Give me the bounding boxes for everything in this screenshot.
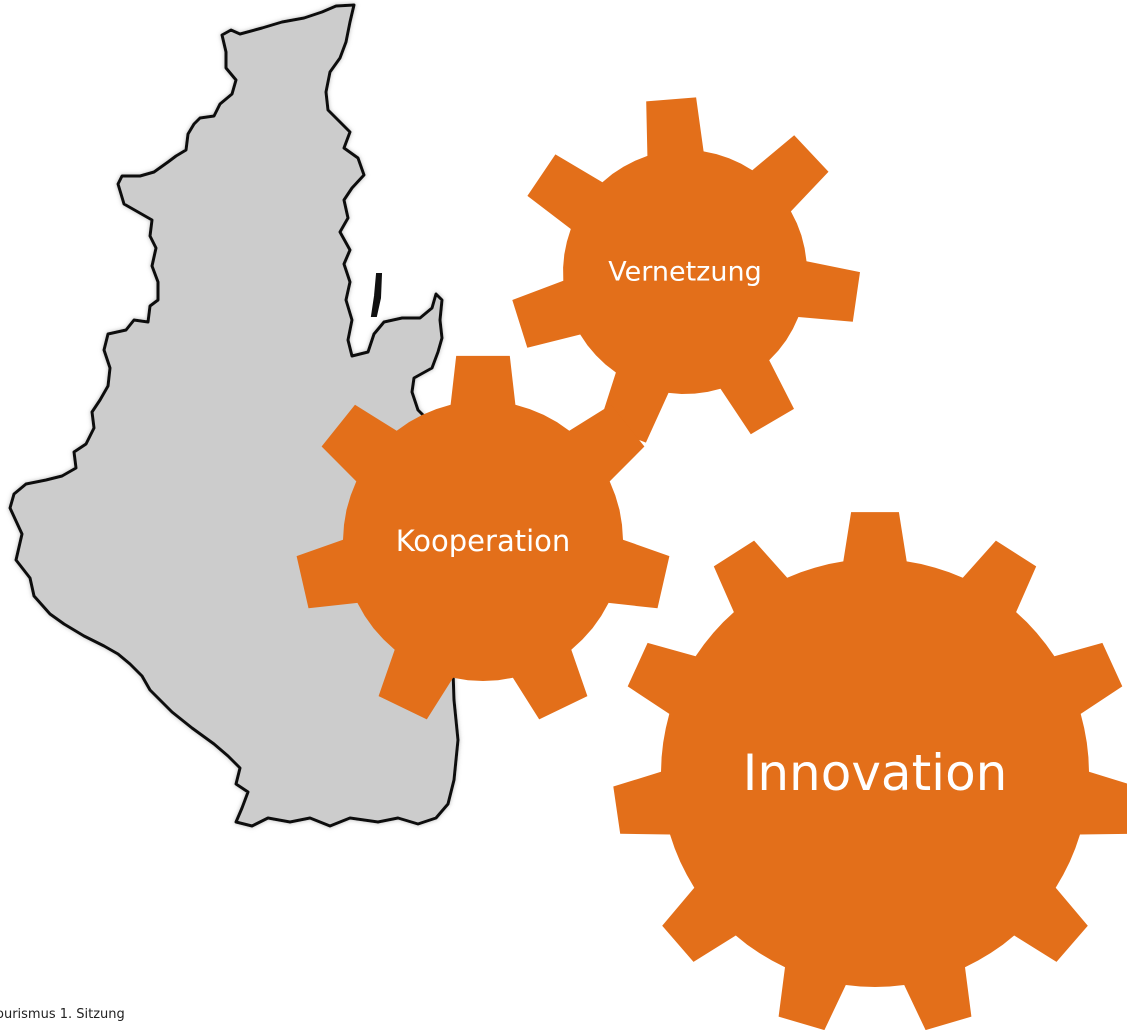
gear-kooperation-shape <box>296 355 670 720</box>
gear-vernetzung-shape <box>512 97 860 443</box>
map-lake <box>370 273 383 317</box>
gear-innovation-shape <box>613 512 1127 1030</box>
gear-kooperation: Kooperation <box>296 355 670 720</box>
footer-text: ourismus 1. Sitzung <box>0 1007 125 1022</box>
gear-innovation: Innovation <box>613 512 1127 1030</box>
gear-vernetzung: Vernetzung <box>512 97 860 443</box>
region-map <box>8 3 460 828</box>
gear-kooperation-label: Kooperation <box>396 524 571 558</box>
gear-vernetzung-label: Vernetzung <box>608 257 761 288</box>
gear-innovation-label: Innovation <box>743 744 1008 802</box>
